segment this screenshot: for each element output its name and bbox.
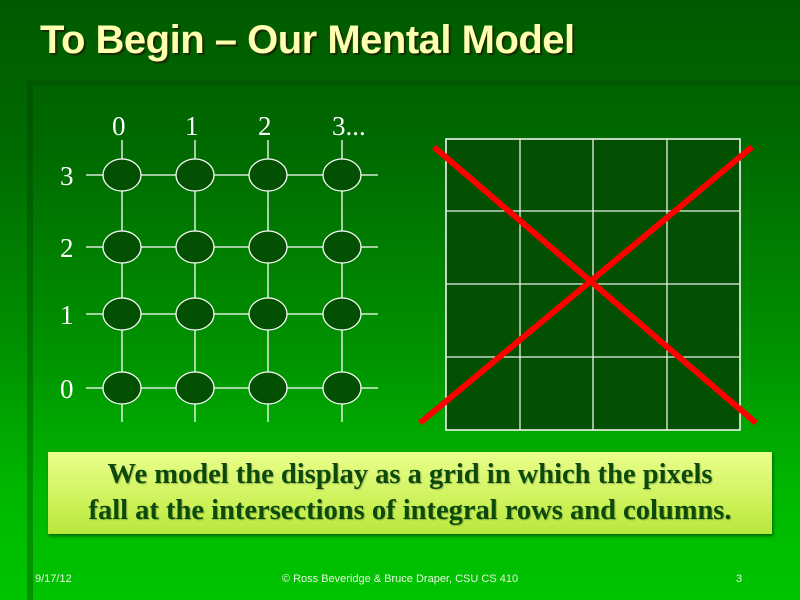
- pixel-node: [248, 371, 288, 405]
- column-label: 3...: [332, 111, 366, 141]
- pixel-node: [248, 230, 288, 264]
- pixel-node: [322, 158, 362, 192]
- row-labels: 3 2 1 0: [60, 161, 74, 404]
- intersection-grid-diagram: 0 1 2 3... 3 2 1 0: [60, 111, 378, 422]
- cross-out-x-icon: [418, 144, 758, 426]
- pixel-node: [102, 297, 142, 331]
- pixel-node: [248, 158, 288, 192]
- pixel-node: [322, 371, 362, 405]
- pixel-node: [175, 297, 215, 331]
- column-label: 0: [112, 111, 126, 141]
- pixel-node: [322, 297, 362, 331]
- row-label: 3: [60, 161, 74, 191]
- cell-grid-diagram: [418, 138, 758, 431]
- explanation-callout: We model the display as a grid in which …: [48, 452, 772, 534]
- row-label: 0: [60, 374, 74, 404]
- pixel-node: [322, 230, 362, 264]
- pixel-node: [175, 371, 215, 405]
- pixel-node: [102, 158, 142, 192]
- pixel-node: [175, 230, 215, 264]
- pixel-node: [102, 230, 142, 264]
- column-label: 1: [185, 111, 199, 141]
- row-label: 1: [60, 300, 74, 330]
- slide-title: To Begin – Our Mental Model: [40, 18, 575, 62]
- column-labels: 0 1 2 3...: [112, 111, 366, 141]
- footer-date: 9/17/12: [35, 573, 72, 585]
- pixel-node: [175, 158, 215, 192]
- pixel-node: [102, 371, 142, 405]
- pixel-nodes: [102, 158, 362, 405]
- footer-page-number: 3: [736, 573, 743, 585]
- content-frame: [27, 80, 800, 600]
- row-label: 2: [60, 233, 74, 263]
- footer-copyright: © Ross Beveridge & Bruce Draper, CSU CS …: [281, 573, 519, 585]
- pixel-node: [248, 297, 288, 331]
- column-label: 2: [258, 111, 272, 141]
- callout-line-2: fall at the intersections of integral ro…: [88, 495, 732, 526]
- callout-line-1: We model the display as a grid in which …: [107, 459, 713, 490]
